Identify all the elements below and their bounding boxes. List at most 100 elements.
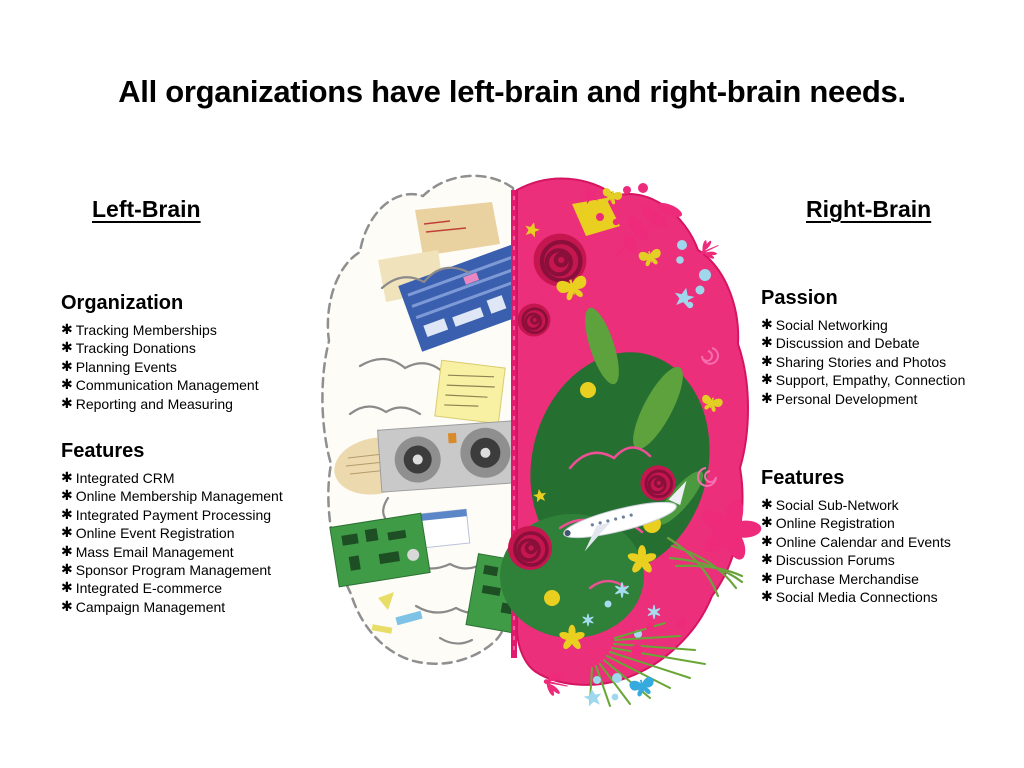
item-list: ✱Social Sub-Network✱Online Registration✱… bbox=[761, 496, 951, 606]
circuit-board-blue bbox=[398, 242, 543, 352]
asterisk-bullet-icon: ✱ bbox=[761, 515, 773, 532]
list-item: ✱Integrated CRM bbox=[61, 469, 283, 487]
asterisk-bullet-icon: ✱ bbox=[761, 353, 773, 370]
section-features-left: Features ✱Integrated CRM✱Online Membersh… bbox=[61, 441, 283, 616]
sticky-note bbox=[434, 359, 506, 425]
sparkle-decorations bbox=[540, 183, 724, 708]
asterisk-bullet-icon: ✱ bbox=[61, 395, 73, 412]
list-item-label: Mass Email Management bbox=[75, 543, 234, 560]
list-item: ✱Discussion and Debate bbox=[761, 334, 965, 352]
list-item: ✱Discussion Forums bbox=[761, 551, 951, 569]
list-item-label: Social Media Connections bbox=[775, 589, 938, 606]
palm-fronds bbox=[666, 536, 744, 598]
list-item-label: Discussion and Debate bbox=[775, 335, 920, 352]
list-item: ✱Sharing Stories and Photos bbox=[761, 353, 965, 371]
left-hemisphere bbox=[321, 174, 543, 665]
asterisk-bullet-icon: ✱ bbox=[761, 570, 773, 587]
asterisk-bullet-icon: ✱ bbox=[61, 543, 73, 560]
blue-butterfly-icon bbox=[628, 676, 657, 699]
asterisk-bullet-icon: ✱ bbox=[61, 562, 73, 579]
asterisk-bullet-icon: ✱ bbox=[61, 470, 73, 486]
asterisk-bullet-icon: ✱ bbox=[761, 317, 773, 333]
list-item: ✱Tracking Donations bbox=[61, 339, 259, 357]
list-item-label: Tracking Memberships bbox=[75, 322, 217, 338]
list-item: ✱Support, Empathy, Connection bbox=[761, 371, 965, 389]
airplane-icon bbox=[563, 480, 687, 552]
cooling-fans-unit bbox=[377, 419, 523, 493]
list-item-label: Sharing Stories and Photos bbox=[775, 353, 947, 370]
list-item: ✱Personal Development bbox=[761, 390, 965, 408]
list-item: ✱Integrated Payment Processing bbox=[61, 506, 283, 524]
list-item-label: Integrated Payment Processing bbox=[75, 506, 272, 523]
list-item-label: Integrated E-commerce bbox=[75, 580, 223, 597]
list-item-label: Integrated CRM bbox=[75, 470, 175, 486]
asterisk-bullet-icon: ✱ bbox=[61, 322, 73, 338]
section-features-right: Features ✱Social Sub-Network✱Online Regi… bbox=[761, 468, 951, 606]
list-item: ✱Sponsor Program Management bbox=[61, 561, 283, 579]
item-list: ✱Integrated CRM✱Online Membership Manage… bbox=[61, 469, 283, 616]
right-brain-heading: Right-Brain bbox=[806, 196, 932, 222]
section-heading: Features bbox=[761, 467, 845, 489]
asterisk-bullet-icon: ✱ bbox=[761, 372, 773, 389]
pink-swirls bbox=[697, 347, 719, 487]
list-item: ✱Integrated E-commerce bbox=[61, 579, 283, 597]
list-item: ✱Mass Email Management bbox=[61, 543, 283, 561]
collage-scraps bbox=[371, 592, 423, 634]
asterisk-bullet-icon: ✱ bbox=[61, 506, 73, 523]
list-item-label: Discussion Forums bbox=[775, 552, 895, 569]
paper-text-lines bbox=[423, 220, 467, 233]
blue-star-icon bbox=[582, 687, 604, 708]
list-item-label: Campaign Management bbox=[75, 598, 226, 615]
list-item-label: Support, Empathy, Connection bbox=[775, 372, 966, 389]
asterisk-bullet-icon: ✱ bbox=[761, 589, 773, 606]
rose-icon bbox=[638, 463, 678, 503]
list-item-label: Tracking Donations bbox=[75, 340, 196, 357]
section-heading: Passion bbox=[761, 287, 838, 309]
brain-illustration bbox=[321, 174, 770, 708]
list-item: ✱Planning Events bbox=[61, 358, 259, 376]
list-item: ✱Social Sub-Network bbox=[761, 496, 951, 514]
section-heading: Features bbox=[61, 440, 145, 462]
asterisk-bullet-icon: ✱ bbox=[761, 533, 773, 550]
list-item-label: Purchase Merchandise bbox=[775, 570, 919, 587]
list-item: ✱Social Networking bbox=[761, 316, 965, 334]
right-hemisphere bbox=[500, 177, 770, 686]
asterisk-bullet-icon: ✱ bbox=[61, 580, 73, 597]
left-brain-heading: Left-Brain bbox=[92, 196, 201, 222]
list-item-label: Online Membership Management bbox=[75, 488, 283, 505]
list-item-label: Online Event Registration bbox=[75, 525, 235, 542]
pcb-green-left bbox=[329, 512, 431, 588]
list-item: ✱Social Media Connections bbox=[761, 588, 951, 606]
list-item-label: Reporting and Measuring bbox=[75, 395, 233, 412]
list-item-label: Communication Management bbox=[75, 377, 259, 394]
list-item: ✱Tracking Memberships bbox=[61, 321, 259, 339]
section-passion: Passion ✱Social Networking✱Discussion an… bbox=[761, 288, 965, 408]
rose-icon bbox=[506, 524, 554, 572]
asterisk-bullet-icon: ✱ bbox=[61, 377, 73, 394]
asterisk-bullet-icon: ✱ bbox=[61, 525, 73, 542]
list-item-label: Planning Events bbox=[75, 358, 177, 375]
asterisk-bullet-icon: ✱ bbox=[761, 335, 773, 352]
rose-icon bbox=[516, 302, 552, 338]
list-item: ✱Online Membership Management bbox=[61, 487, 283, 505]
list-item: ✱Online Event Registration bbox=[61, 524, 283, 542]
list-item: ✱Online Registration bbox=[761, 514, 951, 532]
item-list: ✱Tracking Memberships✱Tracking Donations… bbox=[61, 321, 259, 413]
asterisk-bullet-icon: ✱ bbox=[61, 358, 73, 375]
list-item-label: Personal Development bbox=[775, 390, 918, 407]
list-item-label: Social Networking bbox=[775, 317, 888, 333]
asterisk-bullet-icon: ✱ bbox=[61, 598, 73, 615]
asterisk-bullet-icon: ✱ bbox=[61, 340, 73, 357]
list-item: ✱Purchase Merchandise bbox=[761, 570, 951, 588]
list-item: ✱Campaign Management bbox=[61, 598, 283, 616]
asterisk-bullet-icon: ✱ bbox=[761, 390, 773, 407]
list-item: ✱Communication Management bbox=[61, 376, 259, 394]
item-list: ✱Social Networking✱Discussion and Debate… bbox=[761, 316, 965, 408]
section-heading: Organization bbox=[61, 292, 184, 314]
list-item: ✱Online Calendar and Events bbox=[761, 533, 951, 551]
list-item-label: Sponsor Program Management bbox=[75, 562, 272, 579]
list-item: ✱Reporting and Measuring bbox=[61, 395, 259, 413]
page-title: All organizations have left-brain and ri… bbox=[118, 74, 906, 109]
asterisk-bullet-icon: ✱ bbox=[61, 488, 73, 505]
